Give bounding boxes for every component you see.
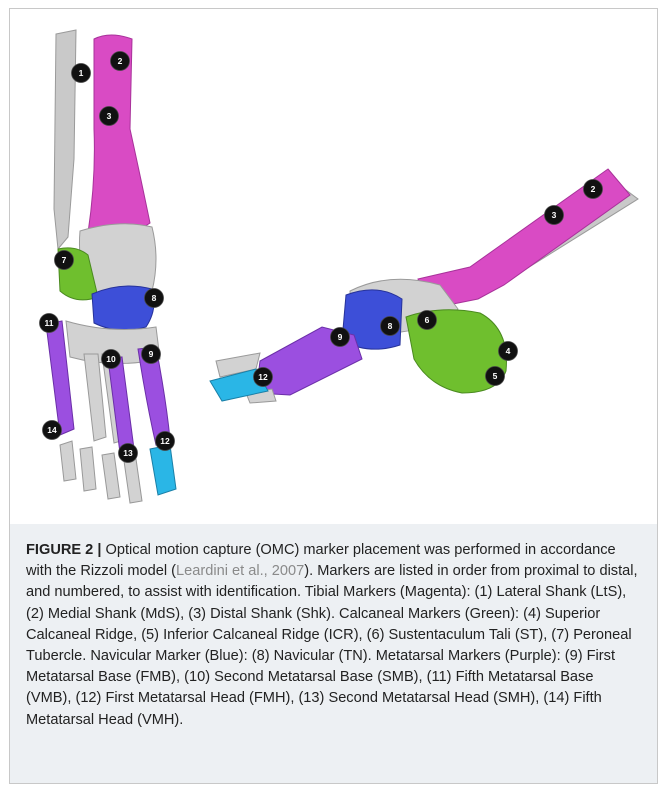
foot-marker-illustration: 1 2 3 7 8 11 10 9 14 13 12 2 3 6 8 9 4 5… — [10, 9, 659, 521]
marker-side-6: 6 — [418, 311, 437, 330]
marker-front-3: 3 — [100, 107, 119, 126]
marker-side-5: 5 — [486, 367, 505, 386]
svg-text:11: 11 — [45, 318, 54, 328]
svg-text:4: 4 — [506, 346, 511, 356]
svg-text:12: 12 — [160, 436, 170, 446]
fibula-front — [54, 30, 76, 249]
marker-side-12: 12 — [254, 368, 273, 387]
svg-text:8: 8 — [152, 293, 157, 303]
figure-caption: FIGURE 2 | Optical motion capture (OMC) … — [10, 524, 657, 783]
svg-text:1: 1 — [79, 68, 84, 78]
caption-part-2: ). Markers are listed in order from prox… — [26, 563, 638, 727]
svg-text:13: 13 — [123, 448, 133, 458]
svg-text:5: 5 — [493, 371, 498, 381]
svg-text:2: 2 — [591, 184, 596, 194]
svg-text:7: 7 — [62, 255, 67, 265]
svg-text:3: 3 — [552, 210, 557, 220]
figure-frame: 1 2 3 7 8 11 10 9 14 13 12 2 3 6 8 9 4 5… — [9, 8, 658, 784]
svg-text:10: 10 — [106, 354, 116, 364]
marker-front-14: 14 — [43, 421, 62, 440]
marker-side-9: 9 — [331, 328, 350, 347]
marker-side-8: 8 — [381, 317, 400, 336]
marker-front-1: 1 — [72, 64, 91, 83]
navicular-front — [92, 286, 154, 330]
svg-text:2: 2 — [118, 56, 123, 66]
caption-text: FIGURE 2 | Optical motion capture (OMC) … — [26, 540, 641, 731]
hallux-front — [150, 445, 176, 495]
marker-front-7: 7 — [55, 251, 74, 270]
marker-side-4: 4 — [499, 342, 518, 361]
figure-label: FIGURE 2 | — [26, 542, 101, 558]
svg-text:3: 3 — [107, 111, 112, 121]
marker-front-8: 8 — [145, 289, 164, 308]
marker-front-9: 9 — [142, 345, 161, 364]
svg-text:6: 6 — [425, 315, 430, 325]
svg-text:14: 14 — [47, 425, 57, 435]
marker-front-13: 13 — [119, 444, 138, 463]
svg-text:9: 9 — [338, 332, 343, 342]
marker-front-11: 11 — [40, 314, 59, 333]
reference-link[interactable]: Leardini et al., 2007 — [176, 563, 304, 579]
marker-side-2: 2 — [584, 180, 603, 199]
metatarsal-3 — [84, 354, 106, 441]
svg-text:12: 12 — [258, 372, 268, 382]
marker-front-2: 2 — [111, 52, 130, 71]
marker-front-12: 12 — [156, 432, 175, 451]
svg-text:8: 8 — [388, 321, 393, 331]
side-view-foot — [210, 169, 638, 403]
svg-text:9: 9 — [149, 349, 154, 359]
marker-front-10: 10 — [102, 350, 121, 369]
marker-side-3: 3 — [545, 206, 564, 225]
